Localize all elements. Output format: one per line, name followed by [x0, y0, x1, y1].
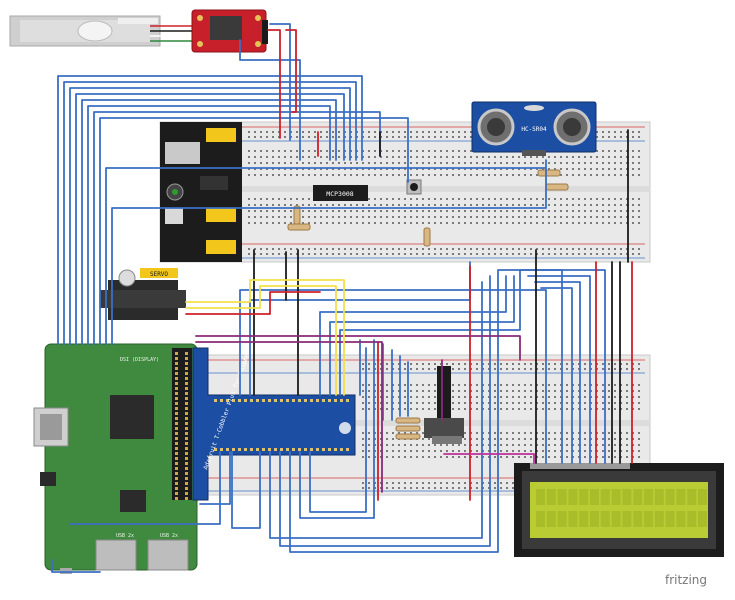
wire-blue-22 [199, 451, 231, 505]
raspberry-pi: DSI (DISPLAY) USB 2x USB 2x [33, 343, 198, 574]
wire-blue-5 [87, 105, 331, 345]
wires [51, 23, 633, 573]
fritzing-watermark: fritzing [665, 573, 707, 587]
wire-blue-26 [540, 287, 573, 464]
ultrasonic-sensor: HC-SR04 [471, 101, 597, 156]
wire-blue-4 [81, 99, 337, 345]
hx711-module [191, 9, 268, 53]
resistors-top [287, 169, 569, 247]
wire-blue-10 [111, 159, 547, 345]
servo-label: SERVO [150, 271, 168, 278]
usb1-label: USB 2x [116, 533, 134, 539]
potentiometer [424, 366, 464, 444]
wire-blue-32 [239, 39, 301, 161]
wire-yellow-54 [185, 285, 337, 396]
wire-red-34 [267, 29, 281, 139]
wire-blue-25 [534, 281, 581, 464]
mcp3008-chip: MCP3008 [313, 185, 368, 201]
usb2-label: USB 2x [160, 533, 178, 539]
load-cell [9, 15, 161, 47]
sensor-label: HC-SR04 [521, 126, 547, 133]
adc-label: MCP3008 [326, 190, 353, 198]
wire-blue-13 [279, 275, 491, 547]
wire-blue-18 [329, 275, 515, 396]
wire-blue-19 [339, 269, 563, 464]
wire-blue-2 [69, 87, 351, 345]
wire-blue-14 [289, 269, 606, 553]
wire-blue-9 [105, 167, 546, 345]
wire-blue-15 [299, 339, 375, 519]
wire-blue-16 [309, 347, 367, 513]
wire-blue-17 [319, 275, 507, 396]
wire-blue-3 [75, 93, 345, 345]
push-button [406, 179, 422, 195]
pi-display-label: DSI (DISPLAY) [120, 357, 159, 363]
wire-yellow-53 [185, 279, 345, 396]
wire-blue-23 [69, 451, 221, 525]
wire-blue-8 [51, 559, 101, 573]
servo-motor: SERVO [100, 268, 186, 320]
wire-magenta-52 [443, 453, 535, 464]
wire-blue-33 [269, 23, 291, 141]
wire-red-55 [185, 291, 321, 315]
power-supply-module [160, 122, 242, 262]
wire-blue-7 [99, 117, 409, 345]
resistors-bottom [395, 417, 421, 440]
wire-purple-49 [195, 335, 521, 361]
lcd-display [514, 463, 724, 557]
wire-purple-50 [195, 341, 383, 493]
wire-blue-12 [269, 281, 483, 539]
wire-blue-11 [231, 451, 261, 529]
wire-blue-1 [63, 81, 357, 345]
wire-blue-24 [527, 275, 591, 464]
wire-red-35 [285, 29, 297, 113]
